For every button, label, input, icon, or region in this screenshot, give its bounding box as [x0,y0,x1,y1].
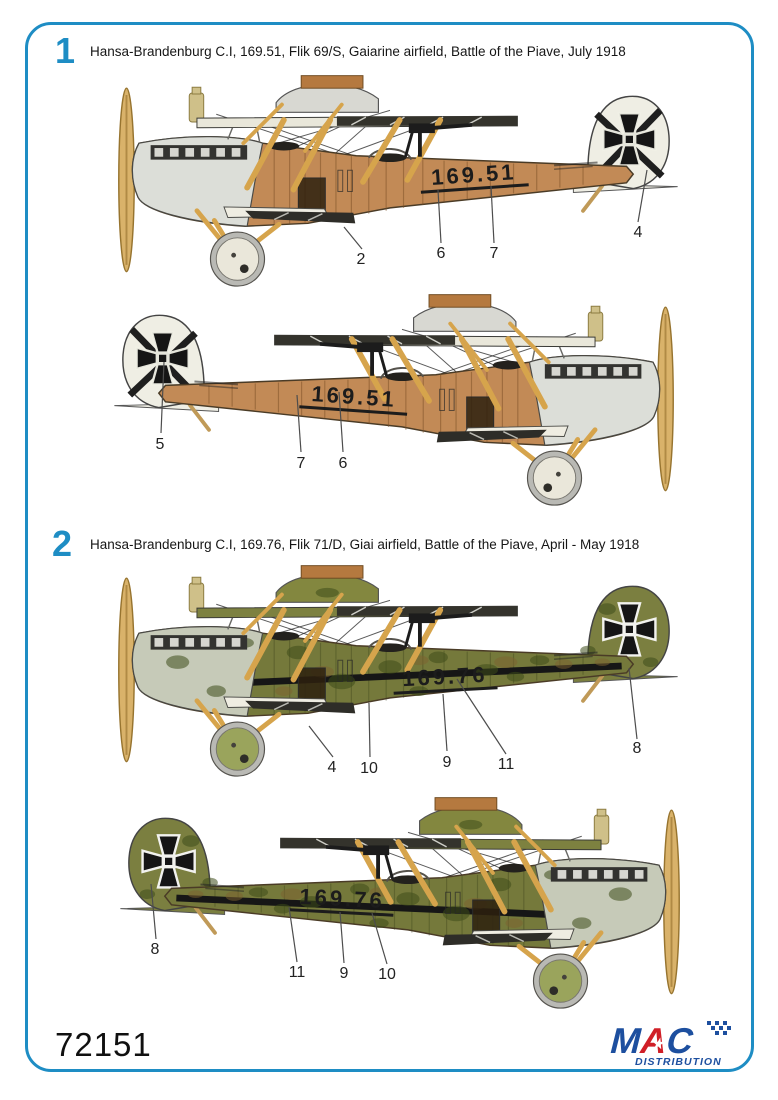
serial-marking: 169.76 [289,884,395,917]
callout-label: 4 [327,759,337,776]
callout-label: 7 [489,245,499,262]
aircraft-profile-scheme2-right [118,788,698,1010]
callout-label: 5 [155,436,165,453]
aircraft-profile-scheme2-left [100,556,680,778]
logo-subtitle: DISTRIBUTION [635,1056,722,1068]
scheme-2-caption: Hansa-Brandenburg C.I, 169.76, Flik 71/D… [90,537,640,552]
callout-label: 9 [442,754,452,771]
scheme-2-number: 2 [52,523,73,564]
callout-label: 6 [338,455,348,472]
scheme-1-number: 1 [55,30,76,71]
callout-label: 6 [436,245,446,262]
logo-letters: MAC [606,1021,698,1061]
callout-label: 10 [360,760,378,777]
star-icon: ★ [649,1034,668,1053]
callout-label: 2 [356,251,366,268]
callout-label: 10 [378,966,396,983]
callout-label: 8 [150,941,160,958]
callout-label: 7 [296,455,306,472]
checker-flag-icon [707,1021,731,1035]
callout-label: 11 [288,964,306,981]
scheme-1-caption: Hansa-Brandenburg C.I, 169.51, Flik 69/S… [90,44,626,59]
callout-label: 11 [497,756,515,773]
serial-marking: 169.76 [392,662,498,695]
callout-label: 8 [632,740,642,757]
aircraft-profile-scheme1-left [100,66,680,288]
callout-label: 9 [339,965,349,982]
mac-logo: MAC ★ DISTRIBUTION [606,1021,731,1068]
callout-label: 4 [633,224,643,241]
kit-number: 72151 [55,1026,152,1063]
